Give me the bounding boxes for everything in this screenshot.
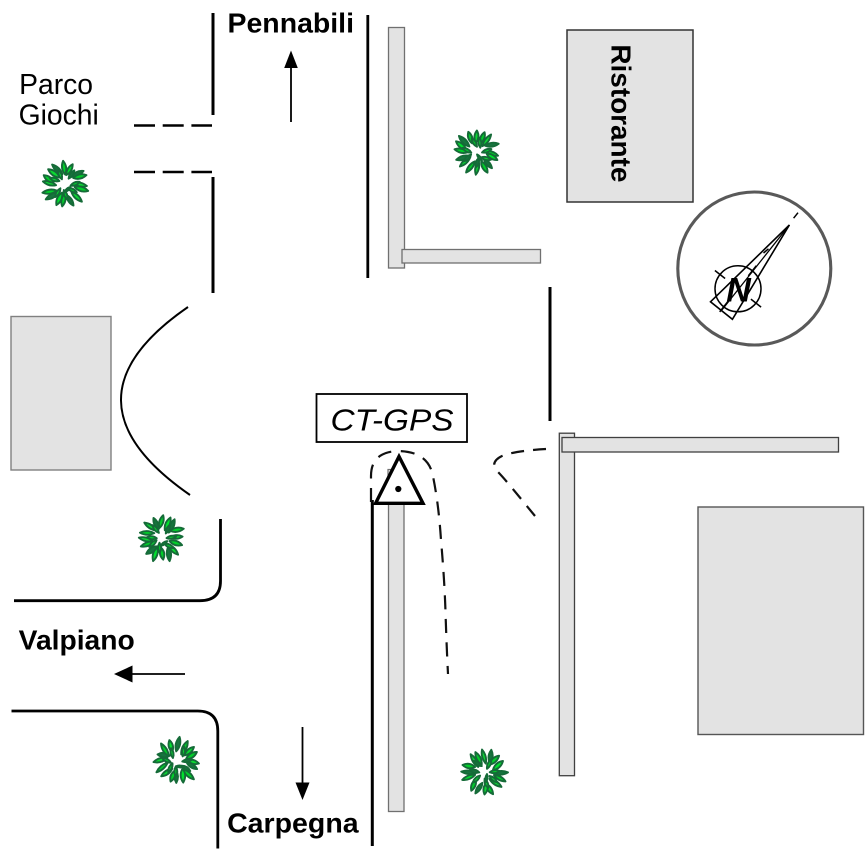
svg-text:CT-GPS: CT-GPS bbox=[331, 403, 454, 438]
svg-text:N: N bbox=[726, 272, 752, 310]
svg-text:Pennabili: Pennabili bbox=[228, 8, 355, 39]
svg-text:Parco: Parco bbox=[19, 68, 93, 100]
svg-text:Carpegna: Carpegna bbox=[227, 808, 359, 839]
svg-text:Ristorante: Ristorante bbox=[606, 44, 637, 182]
svg-text:Valpiano: Valpiano bbox=[19, 625, 135, 656]
svg-text:Giochi: Giochi bbox=[19, 99, 99, 131]
